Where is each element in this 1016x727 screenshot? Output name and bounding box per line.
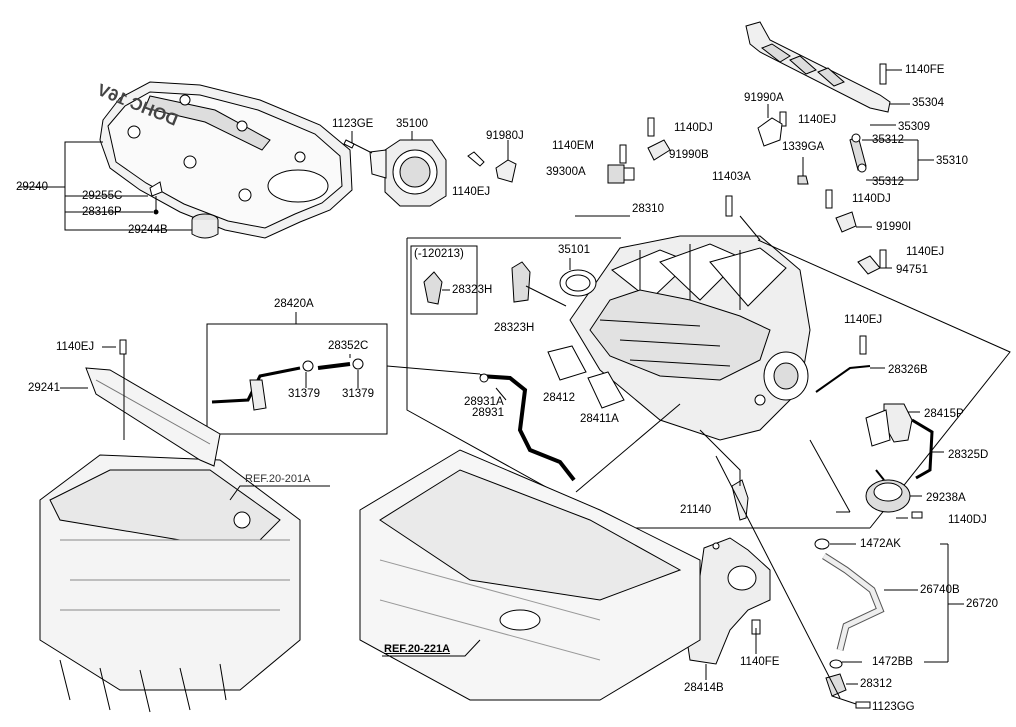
clip-91990B xyxy=(647,139,671,161)
label-35312-a: 35312 xyxy=(872,134,904,146)
ref-20-221A: REF.20-221A xyxy=(384,643,451,655)
grommet-29255C xyxy=(149,181,163,197)
clip-91990A xyxy=(757,117,783,147)
label-29240: 29240 xyxy=(16,181,48,193)
label-35310: 35310 xyxy=(936,155,968,167)
label-28312: 28312 xyxy=(860,678,892,690)
hose-28325D xyxy=(911,418,934,480)
gasket-28412 xyxy=(547,345,587,381)
label-91990B: 91990B xyxy=(669,149,709,161)
label-35309: 35309 xyxy=(898,121,930,133)
gasket-28411A xyxy=(587,371,625,409)
label-1140EJ-b: 1140EJ xyxy=(452,186,491,198)
label-35312-b: 35312 xyxy=(872,176,904,188)
label-1472AK: 1472AK xyxy=(860,538,901,550)
label-28323H-b: 28323H xyxy=(494,322,535,334)
bracket-94751 xyxy=(857,255,881,275)
label-28325D: 28325D xyxy=(948,449,989,461)
injector-35310 xyxy=(849,133,867,173)
gasket-35101 xyxy=(559,269,597,297)
engine-block xyxy=(359,449,701,701)
label-28414B: 28414B xyxy=(684,682,724,694)
hose-28931 xyxy=(479,373,576,482)
label-1472BB: 1472BB xyxy=(872,656,913,668)
label-35304: 35304 xyxy=(912,97,944,109)
label-35101: 35101 xyxy=(558,244,590,256)
label-1140FE-a: 1140FE xyxy=(905,64,945,76)
label-1140DJ-a: 1140DJ xyxy=(674,122,713,134)
part-1339GA xyxy=(797,175,809,185)
label-29255C: 29255C xyxy=(82,190,123,202)
insulator-29244B xyxy=(191,213,219,239)
solenoid-28415P xyxy=(865,403,913,447)
ref-20-201A: REF.20-201A xyxy=(245,473,311,485)
sensor-28323H-inset xyxy=(423,271,443,305)
label-28931: 28931 xyxy=(472,407,504,419)
label-1140EJ-d: 1140EJ xyxy=(56,341,95,353)
label-21140: 21140 xyxy=(680,504,712,516)
label-1123GE: 1123GE xyxy=(332,118,374,130)
label-28316P: 28316P xyxy=(82,206,122,218)
label-91990A: 91990A xyxy=(744,92,784,104)
actuator-29238A xyxy=(865,469,911,513)
label-29241: 29241 xyxy=(28,382,60,394)
label-29238A: 29238A xyxy=(926,492,966,504)
label-1140DJ-c: 1140DJ xyxy=(948,514,987,526)
engine-cover: DOHC 16V xyxy=(94,80,353,239)
inset-box xyxy=(410,245,478,315)
sensor-28323H xyxy=(511,261,531,303)
label-28931A: 28931A xyxy=(464,396,504,408)
hose-box xyxy=(206,323,388,435)
label-91990I: 91990I xyxy=(876,221,912,233)
pcv-hose-26740B xyxy=(814,538,885,669)
label-1140EM: 1140EM xyxy=(552,140,594,152)
label-120213: (-120213) xyxy=(414,248,464,260)
sensor-39300A xyxy=(607,164,635,184)
label-1339GA: 1339GA xyxy=(782,141,825,153)
label-1123GG: 1123GG xyxy=(872,701,915,713)
bracket-91980J xyxy=(495,159,517,183)
cylinder-head xyxy=(39,454,301,713)
bolts xyxy=(119,63,923,709)
label-94751: 94751 xyxy=(896,264,928,276)
label-28415P: 28415P xyxy=(924,408,964,420)
label-1140DJ-b: 1140DJ xyxy=(852,193,891,205)
clip-91990I xyxy=(835,211,857,233)
label-39300A: 39300A xyxy=(546,166,586,178)
label-28412: 28412 xyxy=(543,392,575,404)
label-31379-b: 31379 xyxy=(342,388,374,400)
tube-28326B xyxy=(815,365,871,393)
fuel-rail xyxy=(745,21,891,113)
label-91980J: 91980J xyxy=(486,130,524,142)
label-26740B: 26740B xyxy=(920,584,960,596)
label-28352C: 28352C xyxy=(328,340,369,352)
label-1140FE-b: 1140FE xyxy=(740,656,780,668)
label-28323H-a: 28323H xyxy=(452,284,493,296)
throttle-body xyxy=(369,139,447,207)
label-26720: 26720 xyxy=(966,598,998,610)
label-28326B: 28326B xyxy=(888,364,928,376)
label-1140EJ-c: 1140EJ xyxy=(906,246,945,258)
label-28310: 28310 xyxy=(632,203,664,215)
label-31379-a: 31379 xyxy=(288,388,320,400)
label-29244B: 29244B xyxy=(128,224,168,236)
label-11403A: 11403A xyxy=(712,171,751,183)
label-28420A: 28420A xyxy=(274,298,314,310)
intake-manifold xyxy=(569,235,811,441)
label-28411A: 28411A xyxy=(580,413,619,425)
label-1140EJ-e: 1140EJ xyxy=(844,314,883,326)
label-1140EJ-a: 1140EJ xyxy=(798,114,837,126)
label-35100: 35100 xyxy=(396,118,428,130)
hose-assy xyxy=(211,358,364,411)
head-cover-gasket-29241 xyxy=(85,367,221,467)
